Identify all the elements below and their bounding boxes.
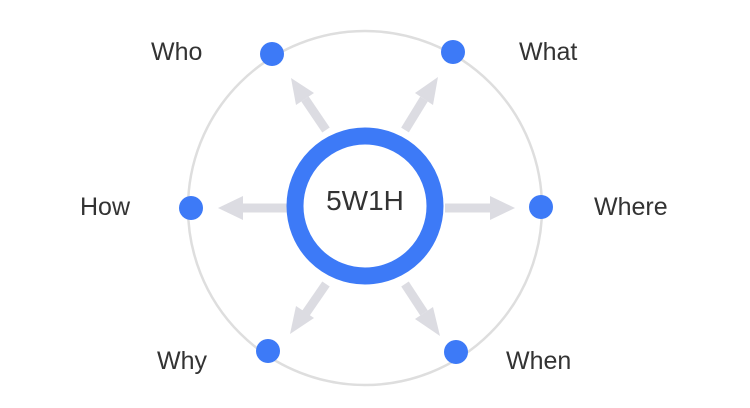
node-dot-when [444,340,468,364]
node-label-how: How [80,193,131,221]
node-dot-why [256,339,280,363]
arrow-who [291,78,330,133]
node-dot-what [441,40,465,64]
node-label-when: When [506,347,572,375]
node-dot-who [260,42,284,66]
center-ring [286,127,444,285]
arrows [218,77,515,336]
node-label-who: Who [151,38,203,66]
node-label-where: Where [594,193,668,221]
arrow-how [218,196,287,220]
arrow-when [401,281,440,336]
arrow-where [445,196,515,220]
arrow-why [290,281,330,334]
node-dot-how [179,196,203,220]
center-label: 5W1H [326,185,404,216]
node-label-what: What [519,38,578,66]
arrow-what [401,77,438,133]
node-dot-where [529,195,553,219]
node-label-why: Why [157,347,207,375]
